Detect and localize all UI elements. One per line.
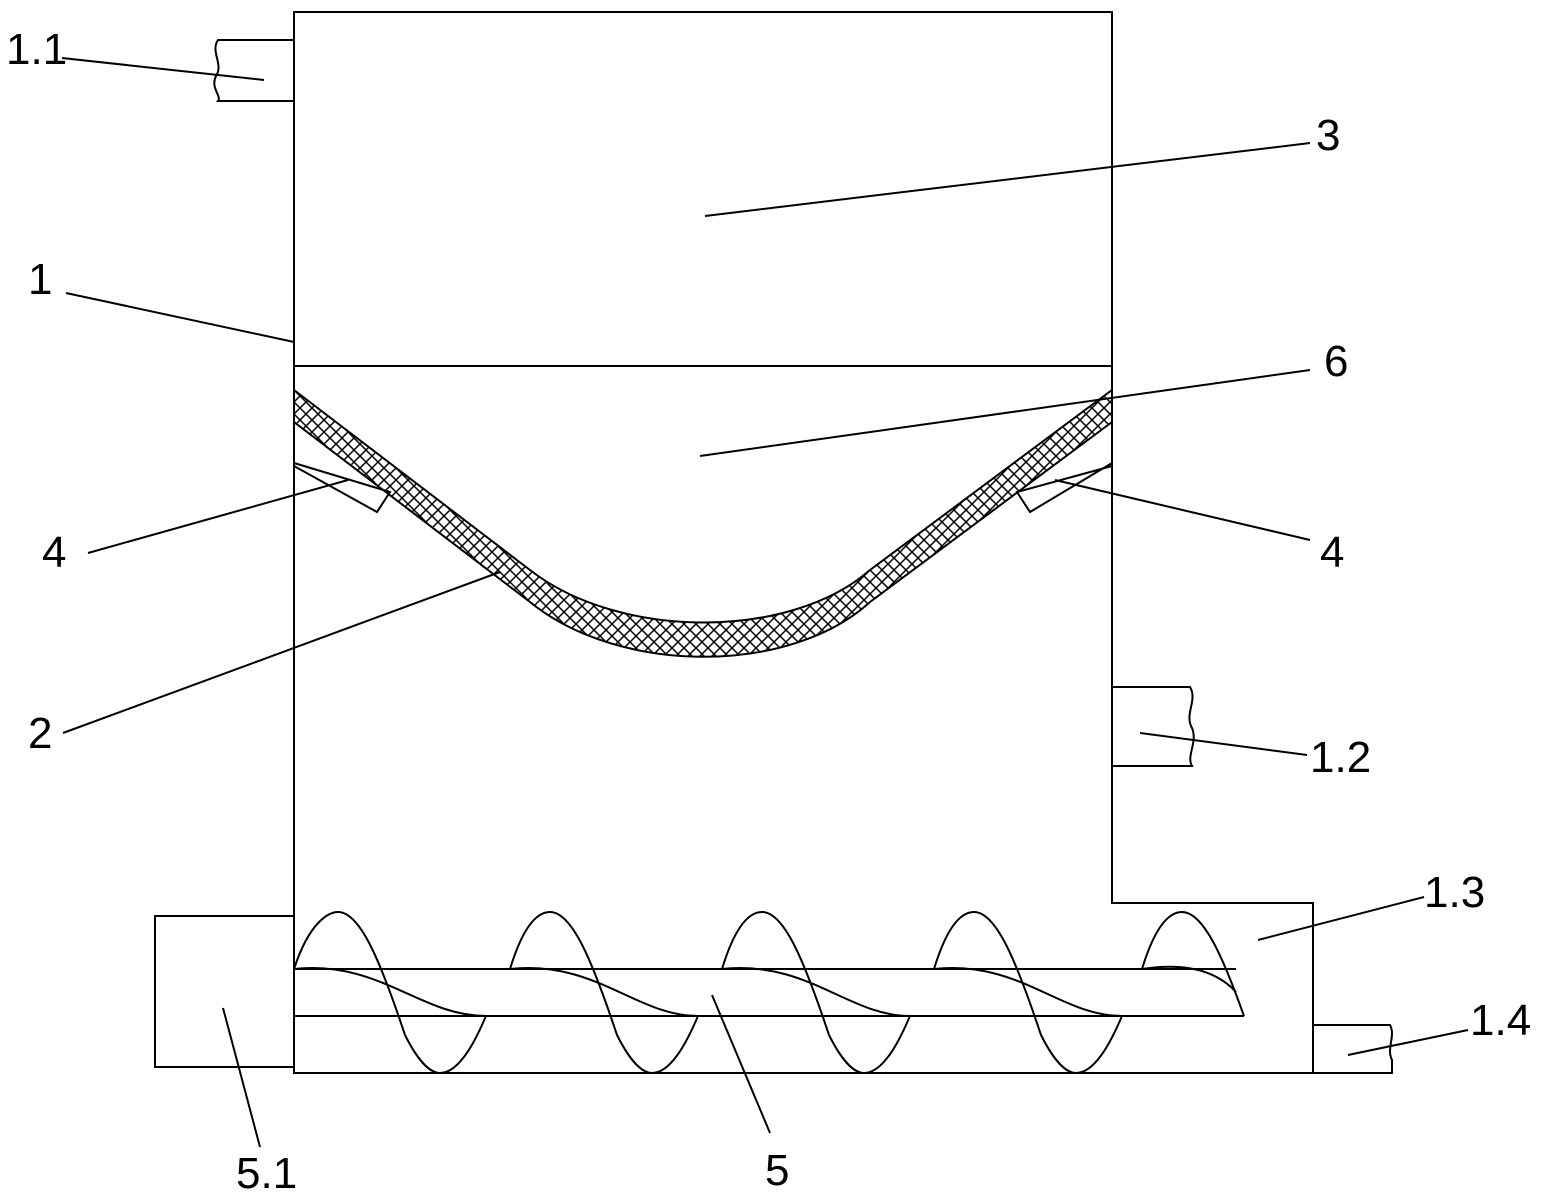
label-4-right: 4 (1320, 528, 1344, 577)
label-1-1: 1.1 (6, 25, 67, 74)
label-1-4: 1.4 (1470, 996, 1531, 1045)
motor-box-5-1 (154, 915, 295, 1068)
leader-1-4 (1347, 1029, 1469, 1056)
label-1: 1 (28, 255, 52, 304)
screw-helix (293, 910, 1245, 1075)
label-1-2: 1.2 (1310, 733, 1371, 782)
label-5-1: 5.1 (236, 1149, 297, 1198)
outlet-pipe-1-4 (1313, 1024, 1393, 1074)
inlet-pipe-1-1 (213, 39, 294, 102)
leader-1-1 (61, 57, 265, 81)
label-1-3: 1.3 (1424, 868, 1485, 917)
outlet-pipe-1-2 (1112, 686, 1195, 767)
leader-4-left (87, 479, 349, 554)
leader-3 (704, 142, 1311, 217)
label-4-left: 4 (42, 528, 66, 577)
label-3: 3 (1316, 111, 1340, 160)
label-2: 2 (28, 709, 52, 758)
leader-1 (65, 292, 295, 343)
leader-2 (62, 571, 501, 734)
housing-outline (293, 11, 1314, 1074)
leader-6 (699, 369, 1311, 457)
leader-1-3 (1257, 896, 1425, 941)
leader-1-2 (1139, 732, 1308, 756)
label-6: 6 (1324, 337, 1348, 386)
filter-plate-2 (293, 387, 1113, 658)
support-bracket-left (293, 462, 392, 514)
leader-4-right (1054, 479, 1311, 541)
leader-5-1 (222, 1007, 261, 1148)
label-5: 5 (765, 1146, 789, 1195)
leader-5 (711, 994, 771, 1134)
support-bracket-right (1015, 462, 1113, 514)
